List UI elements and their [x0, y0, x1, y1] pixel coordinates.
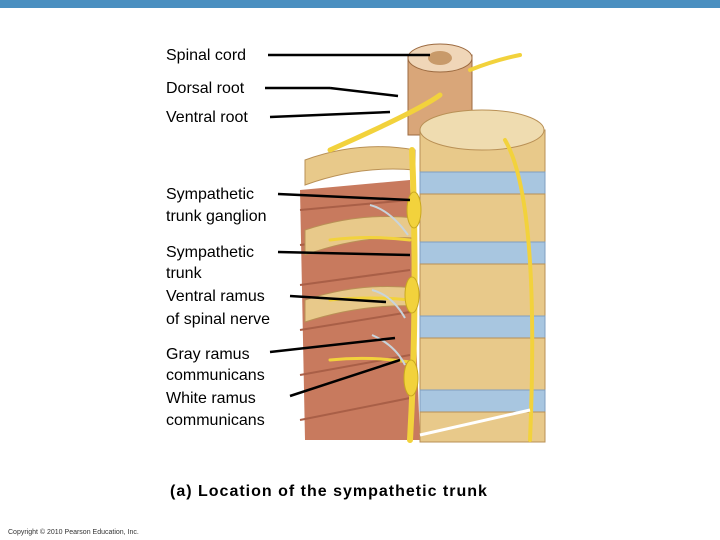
- white-pointer-line: [419, 408, 531, 437]
- figure-caption: (a) Location of the sympathetic trunk: [170, 483, 488, 500]
- label-white-ramus-line2: communicans: [166, 412, 265, 429]
- label-ventral-ramus-line1: Ventral ramus: [166, 288, 265, 305]
- label-sympathetic-trunk-ganglion-line2: trunk ganglion: [166, 208, 267, 225]
- top-accent-bar: [0, 0, 720, 8]
- label-sympathetic-trunk-line2: trunk: [166, 265, 202, 282]
- rami-communicantes: [369, 204, 409, 366]
- label-ventral-ramus-line2: of spinal nerve: [166, 311, 271, 328]
- label-white-ramus-line1: White ramus: [166, 390, 256, 407]
- ribs: [304, 146, 416, 323]
- label-gray-ramus-line1: Gray ramus: [166, 346, 250, 363]
- label-dorsal-root: Dorsal root: [166, 80, 245, 97]
- copyright-notice: Copyright © 2010 Pearson Education, Inc.: [8, 529, 139, 536]
- label-gray-ramus-line2: communicans: [166, 367, 265, 384]
- label-spinal-cord: Spinal cord: [166, 47, 247, 64]
- leader-lines: [265, 53, 430, 398]
- sympathetic-ganglia: [403, 191, 422, 397]
- label-sympathetic-trunk-ganglion-line1: Sympathetic: [166, 186, 255, 203]
- vertebral-column: [419, 109, 546, 443]
- label-ventral-root: Ventral root: [166, 109, 248, 126]
- label-sympathetic-trunk-line1: Sympathetic: [166, 244, 255, 261]
